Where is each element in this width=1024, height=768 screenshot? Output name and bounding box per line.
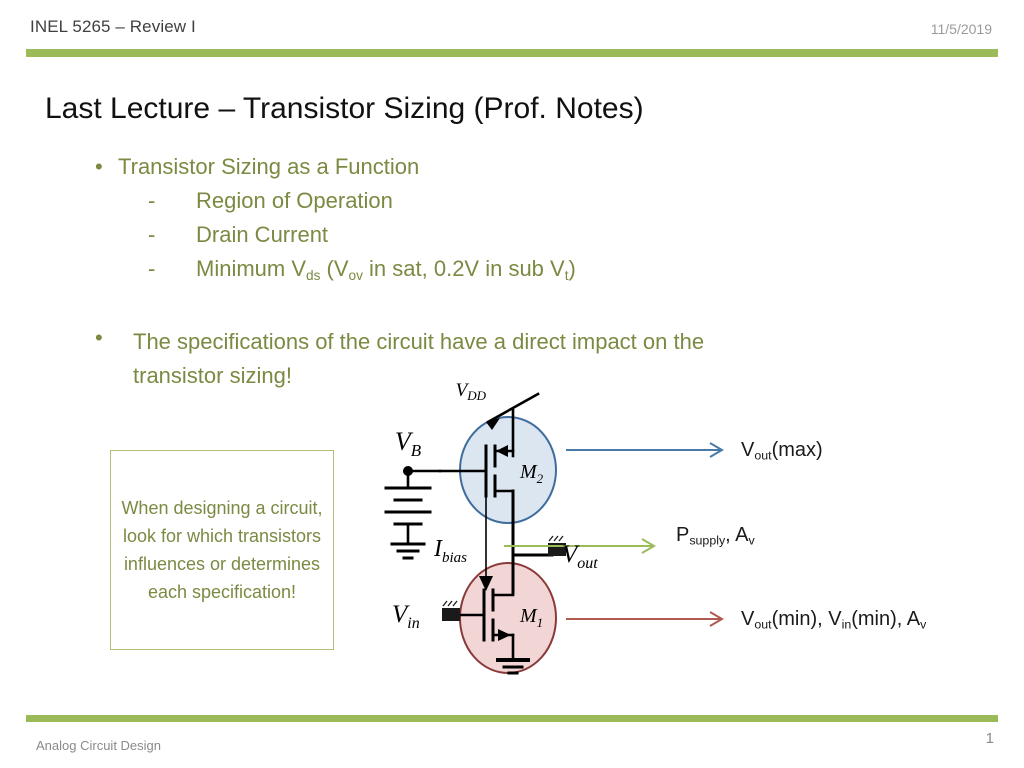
vin-node-marker <box>442 600 460 621</box>
annot-mid-comma: , A <box>725 524 749 546</box>
annot-top-rest: (max) <box>771 439 823 461</box>
vout-label-main: V <box>562 541 580 568</box>
annotation-label-vout-max: Vout(max) <box>741 439 823 462</box>
bullet-2-line-2: transistor sizing! <box>133 363 292 388</box>
sub-bullet-text-1: Region of Operation <box>196 188 393 213</box>
page-title: Last Lecture – Transistor Sizing (Prof. … <box>45 92 644 125</box>
vdd-label-main: V <box>456 380 470 401</box>
sub3-subscript-ov: ov <box>348 267 363 283</box>
sub-bullet-marker-1: - <box>148 188 156 213</box>
ibias-label-main: I <box>433 536 443 562</box>
ibias-label-sub: bias <box>442 550 467 566</box>
annot-top-main: V <box>741 439 755 461</box>
annot-mid-sub: supply <box>689 533 726 548</box>
header-title: INEL 5265 – Review I <box>30 17 196 36</box>
vb-label: VB <box>395 427 422 460</box>
annot-bot-mid1: (min), V <box>771 608 842 630</box>
sub3-mid: (V <box>320 256 349 281</box>
annot-bot-main1: V <box>741 608 755 630</box>
annotation-arrowhead-bottom <box>709 611 724 627</box>
bullet-text-1: Transistor Sizing as a Function <box>118 154 420 179</box>
vout-label-sub: out <box>577 555 598 572</box>
circuit-diagram: VDD VB M2 M1 Ibias Vout Vin <box>380 378 1000 678</box>
page-number: 1 <box>985 730 994 747</box>
vin-label-main: V <box>392 601 410 628</box>
header-divider-rule <box>26 49 998 57</box>
annotation-label-vout-min: Vout(min), Vin(min), Av <box>741 608 926 631</box>
vdd-supply-line <box>486 392 540 424</box>
ibias-label: Ibias <box>433 536 467 566</box>
bullet-marker-2: • <box>95 325 103 350</box>
sub3-mid2: in sat, 0.2V in sub V <box>362 256 565 281</box>
sub-bullet-marker-3: - <box>148 256 156 281</box>
m1-label-sub: 1 <box>537 615 544 630</box>
bullet-2-line-1: The specifications of the circuit have a… <box>133 329 705 354</box>
annotation-arrowhead-mid <box>641 538 656 554</box>
vdd-label: VDD <box>456 380 487 403</box>
vb-label-main: V <box>395 427 414 456</box>
annot-bot-mid2: (min), A <box>851 608 921 630</box>
m1-label: M1 <box>519 605 543 630</box>
sub-bullet-text-2: Drain Current <box>196 222 329 247</box>
m2-label-main: M <box>519 461 538 483</box>
sub3-subscript-t: t <box>564 267 569 283</box>
m2-label-sub: 2 <box>537 471 544 486</box>
annot-bot-sub2: in <box>841 617 852 632</box>
vout-label: Vout <box>562 541 598 572</box>
footer-text: Analog Circuit Design <box>36 738 162 753</box>
m2-label: M2 <box>519 461 544 486</box>
sub3-suffix: ) <box>568 256 576 281</box>
header-date: 11/5/2019 <box>930 21 992 37</box>
sub-bullet-text-3: Minimum Vds (Vov in sat, 0.2V in sub Vt) <box>196 256 576 283</box>
ibias-arrowhead <box>479 576 493 591</box>
m1-label-main: M <box>519 605 538 627</box>
annot-bot-sub3: v <box>920 617 927 632</box>
annotation-arrowhead-top <box>709 442 724 458</box>
sub3-subscript-ds: ds <box>306 267 321 283</box>
callout-box: When designing a circuit, look for which… <box>110 450 334 650</box>
annot-bot-sub1: out <box>754 617 772 632</box>
annot-top-sub: out <box>754 448 772 463</box>
bullet-text-2: The specifications of the circuit have a… <box>133 325 704 393</box>
vdd-tick-arrowhead <box>486 418 500 430</box>
annot-mid-sub2: v <box>748 533 755 548</box>
footer-divider-rule <box>26 715 998 722</box>
vb-node-dot <box>403 466 413 476</box>
sub3-prefix: Minimum V <box>196 256 307 281</box>
vb-label-sub: B <box>411 441 422 460</box>
pmos-source-arrowhead <box>496 445 508 457</box>
sub-bullet-marker-2: - <box>148 222 156 247</box>
annotation-label-psupply-av: Psupply, Av <box>676 524 755 547</box>
vdd-label-sub: DD <box>466 388 486 403</box>
annot-mid-main: P <box>676 524 690 546</box>
nmos-source-arrowhead <box>498 629 511 641</box>
vin-label-sub: in <box>407 615 419 632</box>
bullet-marker-1: • <box>95 154 103 179</box>
vin-label: Vin <box>392 601 420 632</box>
callout-text: When designing a circuit, look for which… <box>121 498 323 602</box>
